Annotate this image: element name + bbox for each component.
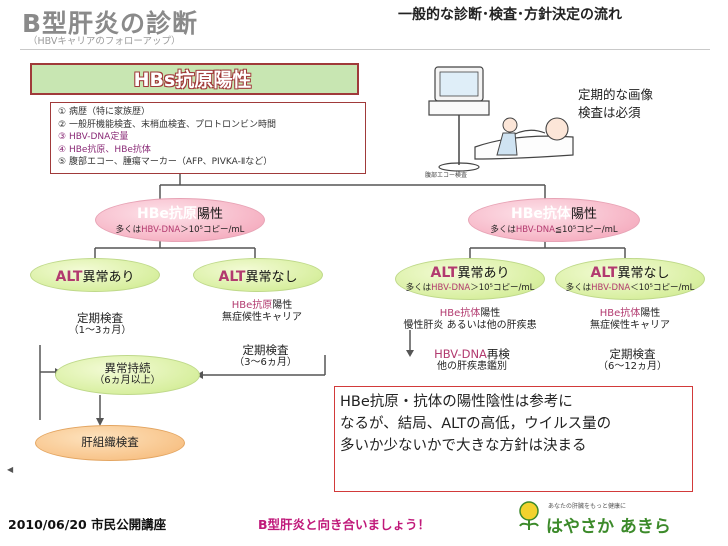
right-alt-abnormal: ALT異常あり 多くはHBV-DNA＞10⁵コピー/mL	[395, 258, 545, 300]
arrowhead-biopsy	[96, 418, 104, 426]
exam-item: ④ HBe抗原、HBe抗体	[58, 144, 151, 155]
side-marker: ◀	[7, 465, 14, 474]
summary-callout	[334, 386, 693, 492]
periodic-check-1: 定期検査 （1～3ヵ月）	[68, 311, 132, 337]
ultrasound-illustration: 腹部エコー検査	[425, 66, 574, 179]
right-antibody-note: HBe抗体陽性 慢性肝炎 あるいは他の肝疾患	[403, 308, 537, 331]
right-carrier-note: HBe抗体陽性 無症候性キャリア	[590, 308, 670, 331]
arrowhead-recheck	[406, 350, 414, 357]
hbs-antigen-box	[30, 63, 359, 95]
persistent-abnormal: 異常持続 （6ヵ月以上）	[55, 355, 200, 395]
left-alt-normal: ALT異常なし	[193, 258, 323, 292]
hbs-antigen-label: HBs抗原陽性	[133, 69, 252, 91]
exam-item: ③ HBV-DNA定量	[58, 132, 129, 142]
footer-slogan: B型肝炎と向き合いましょう！	[258, 517, 431, 532]
left-carrier-note: HBe抗原陽性 無症候性キャリア	[222, 300, 302, 323]
right-alt-normal: ALT異常なし 多くはHBV-DNA＜10⁵コピー/mL	[555, 258, 705, 300]
hbv-dna-recheck: HBV-DNA再検 他の肝疾患鑑別	[434, 347, 510, 373]
hbe-antibody-ellipse: HBe抗体陽性 多くはHBV-DNA≦10⁵コピー/mL	[468, 198, 640, 242]
hbe-antigen-ellipse: HBe抗原陽性 多くはHBV-DNA＞10⁵コピー/mL	[95, 198, 265, 242]
imaging-note: 定期的な画像 検査は必須	[578, 87, 654, 120]
liver-biopsy: 肝組織検査	[35, 425, 185, 461]
page-title: B型肝炎の診断	[22, 9, 199, 38]
logo-text: はやさか あきら	[546, 517, 671, 537]
exam-list-box	[50, 102, 366, 174]
logo-tagline: あなたの肝臓をもっと健康に	[548, 503, 627, 510]
image-caption: 腹部エコー検査	[425, 171, 467, 179]
exam-item: ① 病歴（特に家族歴）	[58, 107, 150, 117]
flow-title: 一般的な診断･検査･方針決定の流れ	[398, 7, 622, 23]
periodic-check-2: 定期検査 （3～6ヵ月）	[234, 343, 297, 369]
header-divider	[20, 49, 710, 50]
logo-icon	[519, 501, 539, 530]
summary-text: HBe抗原・抗体の陽性陰性は参考に なるが、結局、ALTの高低，ウイルス量の 多…	[340, 394, 612, 454]
exam-list: ① 病歴（特に家族歴） ② 一般肝機能検査、末梢血検査、プロトロンビン時間 ③ …	[58, 106, 276, 169]
footer-date-event: 2010/06/20 市民公開講座	[8, 517, 167, 532]
periodic-check-3: 定期検査 （6～12ヵ月）	[597, 347, 668, 373]
exam-item: ② 一般肝機能検査、末梢血検査、プロトロンビン時間	[58, 119, 276, 130]
page-subtitle: （HBVキャリアのフォローアップ）	[28, 36, 181, 47]
exam-item: ⑤ 腹部エコー、腫瘍マーカー（AFP、PIVKA-Ⅱなど）	[58, 157, 273, 167]
left-alt-abnormal: ALT異常あり	[30, 258, 160, 292]
